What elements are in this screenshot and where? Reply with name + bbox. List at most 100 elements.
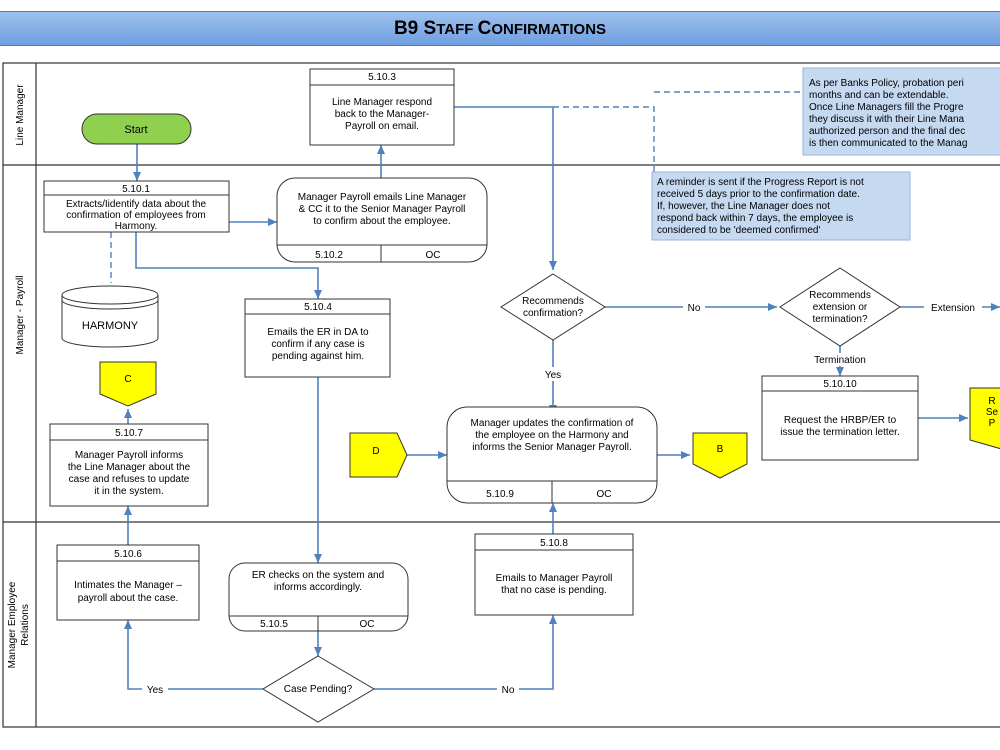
step-text-line: Request the HRBP/ER to — [784, 415, 897, 426]
note-line: authorized person and the final dec — [809, 126, 965, 137]
swimlane-frame — [2, 62, 1000, 728]
step-text-line: the employee on the Harmony and — [475, 430, 628, 441]
step-5-10-6: 5.10.6 Intimates the Manager – payroll a… — [56, 544, 200, 621]
decision-case-pending: Case Pending? — [262, 655, 375, 723]
step-id: 5.10.2 — [315, 250, 343, 261]
step-5-10-1: 5.10.1 Extracts/Iidentify data about the… — [43, 180, 230, 233]
start-terminator — [81, 113, 192, 145]
step-id: 5.10.6 — [114, 549, 142, 560]
connector-label: B — [717, 444, 724, 455]
label-termination: Termination — [814, 355, 866, 366]
note-line: considered to be 'deemed confirmed' — [657, 225, 820, 236]
step-text-line: informs the Senior Manager Payroll. — [472, 442, 632, 453]
step-text-line: it in the system. — [94, 486, 163, 497]
note-line: If, however, the Line Manager does not — [657, 201, 830, 212]
label-yes-confirmation: Yes — [545, 370, 561, 381]
decision-text-line: extension or — [813, 302, 868, 313]
connector-label: C — [124, 374, 131, 385]
step-5-10-10: 5.10.10 Request the HRBP/ER to issue the… — [761, 375, 919, 461]
connector-partial-right: R Se P — [969, 387, 1000, 450]
decision-text-line: Recommends — [522, 296, 584, 307]
step-text-line: that no case is pending. — [501, 585, 607, 596]
connector-c: C — [99, 361, 157, 407]
note-line: they discuss it with their Line Mana — [809, 114, 965, 125]
decision-recommends-confirmation: Recommends confirmation? — [500, 273, 606, 341]
decision-text-line: Case Pending? — [284, 684, 353, 695]
step-text-line: confirmation of employees from — [66, 210, 206, 221]
step-text-line: back to the Manager- — [335, 109, 430, 120]
step-text-line: Emails to Manager Payroll — [496, 573, 613, 584]
step-text-line: issue the termination letter. — [780, 427, 900, 438]
connector-b: B — [692, 432, 748, 479]
page-title: B9 STAFF CONFIRMATIONS — [0, 11, 1000, 46]
step-text-line: Payroll on email. — [345, 121, 419, 132]
step-text-line: Manager updates the confirmation of — [471, 418, 634, 429]
step-text-line: pending against him. — [272, 351, 364, 362]
lane-label-line-manager: Line Manager — [15, 84, 26, 146]
connector-d: D — [349, 432, 408, 478]
lane-label-manager-payroll: Manager - Payroll — [15, 276, 26, 355]
connector-label: P — [989, 418, 996, 429]
note-reminder: A reminder is sent if the Progress Repor… — [651, 171, 911, 241]
step-text-line: Manager Payroll informs — [75, 450, 183, 461]
step-5-10-7: 5.10.7 Manager Payroll informs the Line … — [49, 423, 209, 507]
step-text-line: informs accordingly. — [274, 582, 362, 593]
step-text-line: Harmony. — [115, 221, 158, 232]
dashed-lines — [110, 91, 803, 283]
note-line: respond back within 7 days, the employee… — [657, 213, 853, 224]
step-owner: OC — [426, 250, 441, 261]
note-line: A reminder is sent if the Progress Repor… — [657, 177, 864, 188]
start-label: Start — [124, 124, 147, 136]
decision-text-line: confirmation? — [523, 308, 583, 319]
step-5-10-5: ER checks on the system and informs acco… — [228, 562, 409, 632]
connector-label: D — [372, 446, 379, 457]
step-text-line: Extracts/Iidentify data about the — [66, 199, 207, 210]
label-no-case: No — [502, 685, 515, 696]
step-owner: OC — [597, 489, 612, 500]
step-5-10-3: 5.10.3 Line Manager respond back to the … — [309, 68, 455, 146]
label-extension: Extension — [931, 303, 975, 314]
connector-label: Se — [986, 407, 999, 418]
note-line: As per Banks Policy, probation peri — [809, 78, 964, 89]
note-policy: As per Banks Policy, probation peri mont… — [802, 67, 1000, 156]
step-text-line: the Line Manager about the — [68, 462, 191, 473]
connector-label: R — [988, 396, 995, 407]
step-text-line: Intimates the Manager – — [74, 580, 182, 591]
step-owner: OC — [360, 619, 375, 630]
lane-label-er-line2: Relations — [20, 604, 31, 646]
step-id: 5.10.1 — [122, 184, 150, 195]
note-line: Once Line Managers fill the Progre — [809, 102, 964, 113]
note-line: is then communicated to the Manag — [809, 138, 967, 149]
label-yes-case: Yes — [147, 685, 163, 696]
label-no-confirmation: No — [688, 303, 701, 314]
step-5-10-9: Manager updates the confirmation of the … — [446, 406, 658, 504]
step-id: 5.10.4 — [304, 302, 332, 313]
step-text-line: payroll about the case. — [78, 593, 179, 604]
note-line: months and can be extendable. — [809, 90, 949, 101]
decision-text-line: Recommends — [809, 290, 871, 301]
step-text-line: confirm if any case is — [271, 339, 364, 350]
step-5-10-4: 5.10.4 Emails the ER in DA to confirm if… — [244, 298, 391, 378]
step-id: 5.10.3 — [368, 72, 396, 83]
step-text-line: Emails the ER in DA to — [267, 327, 369, 338]
step-text-line: Line Manager respond — [332, 97, 432, 108]
step-text-line: & CC it to the Senior Manager Payroll — [299, 204, 466, 215]
step-id: 5.10.10 — [823, 379, 857, 390]
step-text-line: Manager Payroll emails Line Manager — [298, 192, 467, 203]
step-text-line: case and refuses to update — [69, 474, 190, 485]
decision-extension-or-termination: Recommends extension or termination? — [779, 267, 901, 347]
note-line: received 5 days prior to the confirmatio… — [657, 189, 860, 200]
decision-text-line: termination? — [812, 314, 867, 325]
step-5-10-2: Manager Payroll emails Line Manager & CC… — [276, 177, 488, 263]
lane-label-er-line1: Manager Employee — [7, 581, 18, 668]
step-id: 5.10.5 — [260, 619, 288, 630]
step-id: 5.10.7 — [115, 428, 143, 439]
step-id: 5.10.9 — [486, 489, 514, 500]
harmony-database — [61, 285, 159, 348]
step-id: 5.10.8 — [540, 538, 568, 549]
step-text-line: ER checks on the system and — [252, 570, 384, 581]
step-5-10-8: 5.10.8 Emails to Manager Payroll that no… — [474, 533, 634, 616]
step-text-line: to confirm about the employee. — [313, 216, 450, 227]
harmony-label: HARMONY — [82, 320, 139, 332]
